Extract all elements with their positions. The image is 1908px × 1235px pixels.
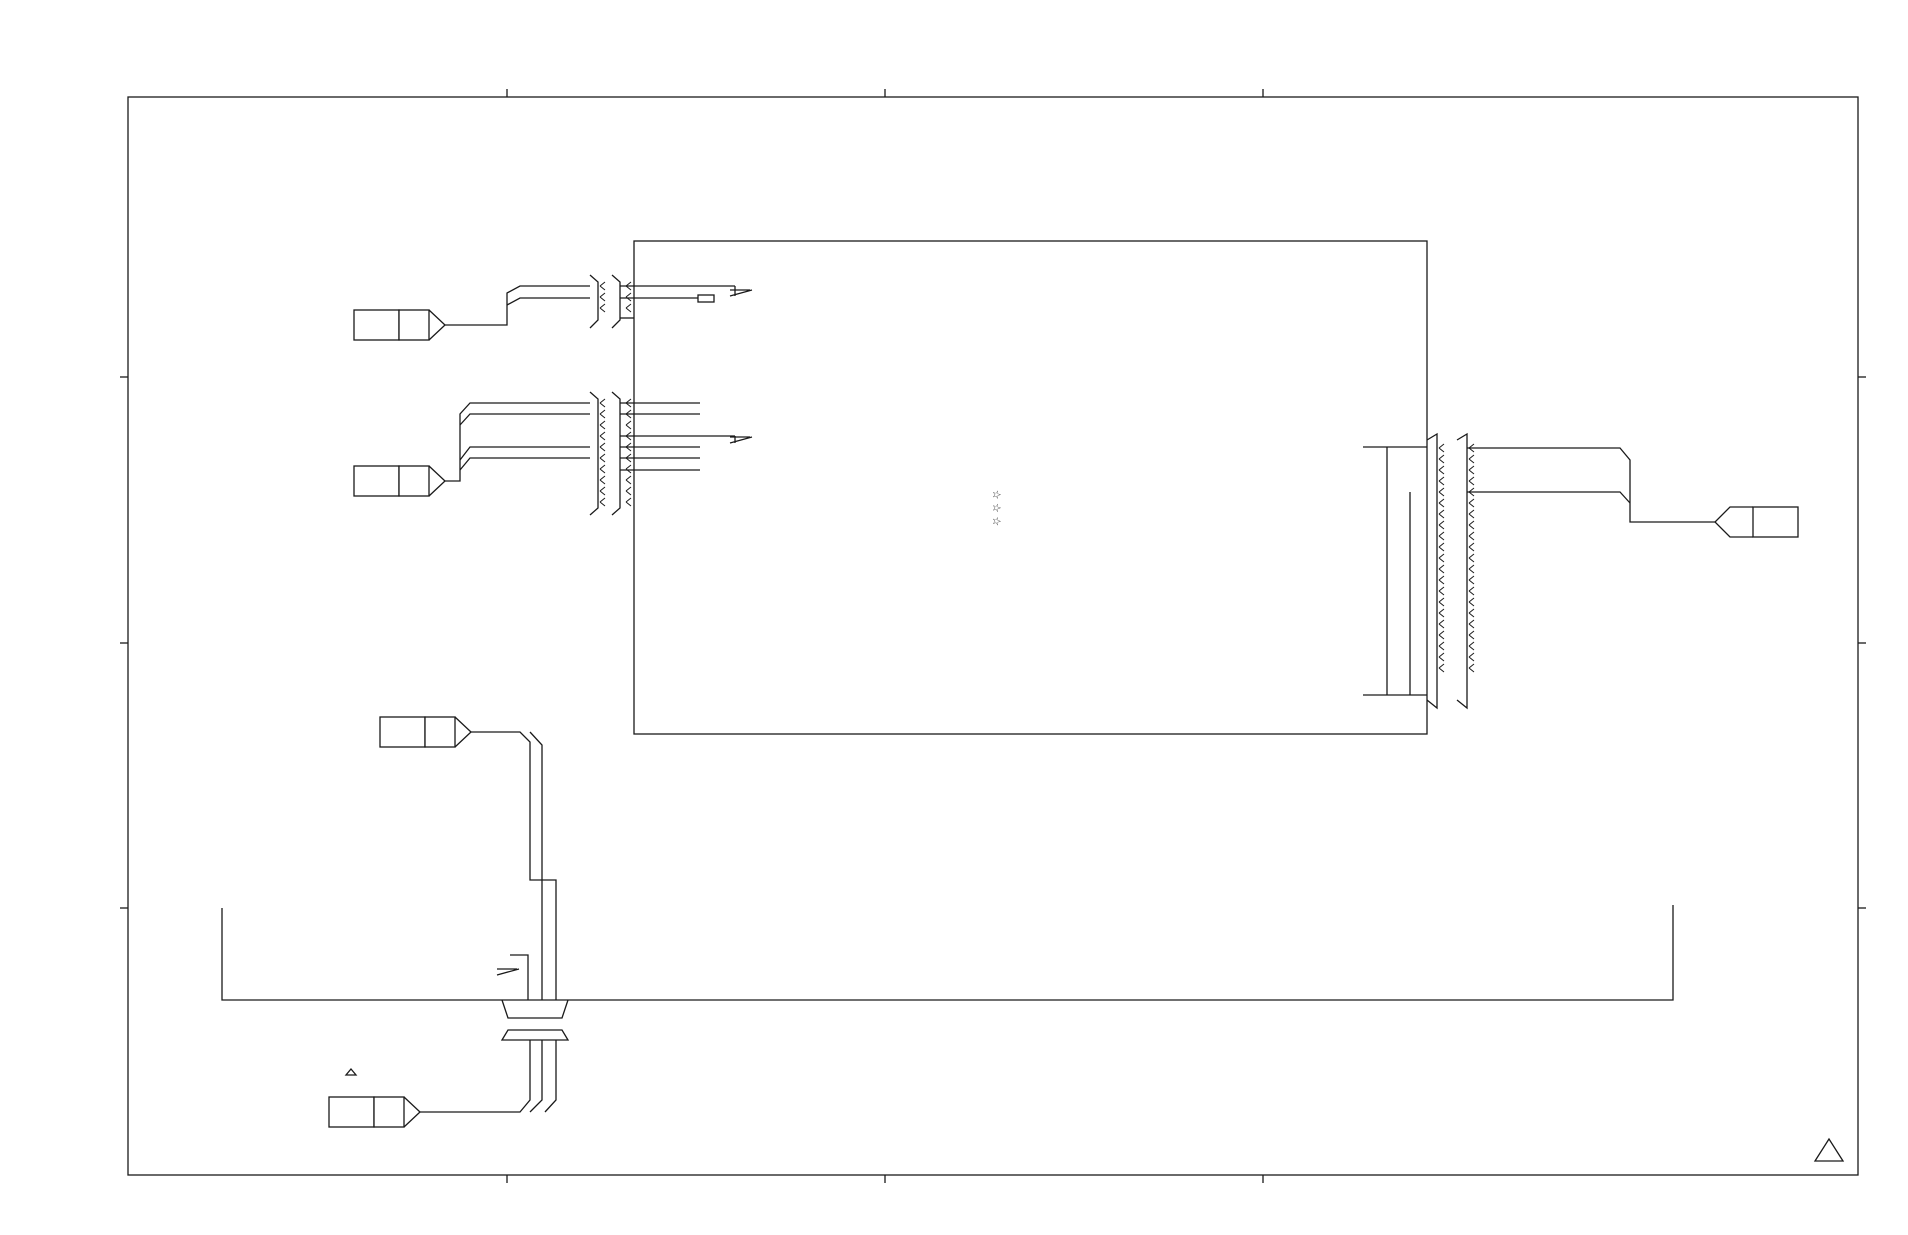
connector-pin-arrow xyxy=(1468,619,1475,629)
connector-pin-arrow xyxy=(599,442,606,452)
connector-pin-arrow xyxy=(1438,586,1445,596)
connector-top-left-2 xyxy=(353,391,753,516)
connector-pin-arrow xyxy=(1468,641,1475,651)
connector-pin-arrow xyxy=(1468,652,1475,662)
connector-pin-arrow xyxy=(1468,520,1475,530)
connector-pin-arrow xyxy=(625,420,632,430)
connector-pin-arrow xyxy=(599,281,606,291)
connector-pin-arrow xyxy=(1438,465,1445,475)
connector-pin-arrow xyxy=(599,431,606,441)
connector-pin-arrow xyxy=(625,398,632,408)
connector-pin-arrow xyxy=(625,497,632,507)
connector-pin-arrow xyxy=(599,292,606,302)
connector-pin-arrow xyxy=(1468,531,1475,541)
connector-pin-arrow xyxy=(1438,652,1445,662)
drawing-frame xyxy=(120,89,1866,1183)
bottom-bus xyxy=(221,905,1674,1041)
connector-pin-arrow xyxy=(1468,498,1475,508)
connector-pin-arrow xyxy=(625,442,632,452)
connector-pin-arrow xyxy=(1438,476,1445,486)
connector-pin-arrow xyxy=(1468,630,1475,640)
connector-pin-arrow xyxy=(599,303,606,313)
connector-pin-arrow xyxy=(1468,575,1475,585)
connector-pin-arrow xyxy=(599,497,606,507)
connector-pin-arrow xyxy=(1468,487,1475,497)
connector-pin-arrow xyxy=(625,486,632,496)
connector-pin-arrow xyxy=(1438,608,1445,618)
warning-triangle-small xyxy=(344,1067,358,1076)
connector-pin-arrow xyxy=(1438,564,1445,574)
connector-pin-arrow xyxy=(1438,630,1445,640)
connector-pin-arrow xyxy=(1468,663,1475,673)
connector-pin-arrow xyxy=(599,453,606,463)
connector-right xyxy=(1363,432,1799,710)
connector-pin-arrow xyxy=(599,464,606,474)
connector-pin-arrow xyxy=(1468,553,1475,563)
connector-pin-arrow xyxy=(1468,476,1475,486)
connector-pin-arrow xyxy=(599,398,606,408)
connector-pin-arrow xyxy=(1438,509,1445,519)
connector-pin-arrow xyxy=(1438,619,1445,629)
connector-pin-arrow xyxy=(1438,641,1445,651)
warning-triangle-corner xyxy=(1813,1137,1845,1162)
connector-pin-arrow xyxy=(1438,487,1445,497)
connector-pin-arrow xyxy=(1468,542,1475,552)
connector-pin-arrow xyxy=(1438,454,1445,464)
connector-pin-arrow xyxy=(625,453,632,463)
connector-pin-arrow xyxy=(1438,498,1445,508)
connector-pin-arrow xyxy=(1468,465,1475,475)
connector-pin-arrow xyxy=(1438,520,1445,530)
connector-pin-arrow xyxy=(625,464,632,474)
main-board-center-marks: ☆ ☆ ☆ xyxy=(990,490,1003,527)
connector-pin-arrow xyxy=(1468,597,1475,607)
connector-pin-arrow xyxy=(1438,597,1445,607)
connector-pin-arrow xyxy=(625,281,632,291)
connector-pin-arrow xyxy=(1438,663,1445,673)
connector-pin-arrow xyxy=(625,431,632,441)
connector-pin-arrow xyxy=(625,292,632,302)
connector-pin-arrow xyxy=(1438,542,1445,552)
connector-pin-arrow xyxy=(1438,575,1445,585)
connector-pin-arrow xyxy=(1468,509,1475,519)
connector-pin-arrow xyxy=(1468,443,1475,453)
connector-pin-arrow xyxy=(599,409,606,419)
connector-pin-arrow xyxy=(1468,454,1475,464)
connector-pin-arrow xyxy=(1468,586,1475,596)
connector-bottom-lower xyxy=(328,1040,557,1128)
connector-pin-arrow xyxy=(1438,531,1445,541)
connector-pin-arrow xyxy=(1468,564,1475,574)
connector-pin-arrow xyxy=(1438,443,1445,453)
connector-pin-arrow xyxy=(625,303,632,313)
connector-pin-arrow xyxy=(599,420,606,430)
connector-pin-arrow xyxy=(599,486,606,496)
connector-pin-arrow xyxy=(1468,608,1475,618)
connector-pin-arrow xyxy=(599,475,606,485)
connector-pin-arrow xyxy=(625,409,632,419)
connector-top-left-1 xyxy=(353,274,753,341)
connector-pin-arrow xyxy=(625,475,632,485)
connector-bottom-upper xyxy=(379,716,557,1000)
connector-pin-arrow xyxy=(1438,553,1445,563)
main-board: ☆ ☆ ☆ xyxy=(633,240,1428,735)
